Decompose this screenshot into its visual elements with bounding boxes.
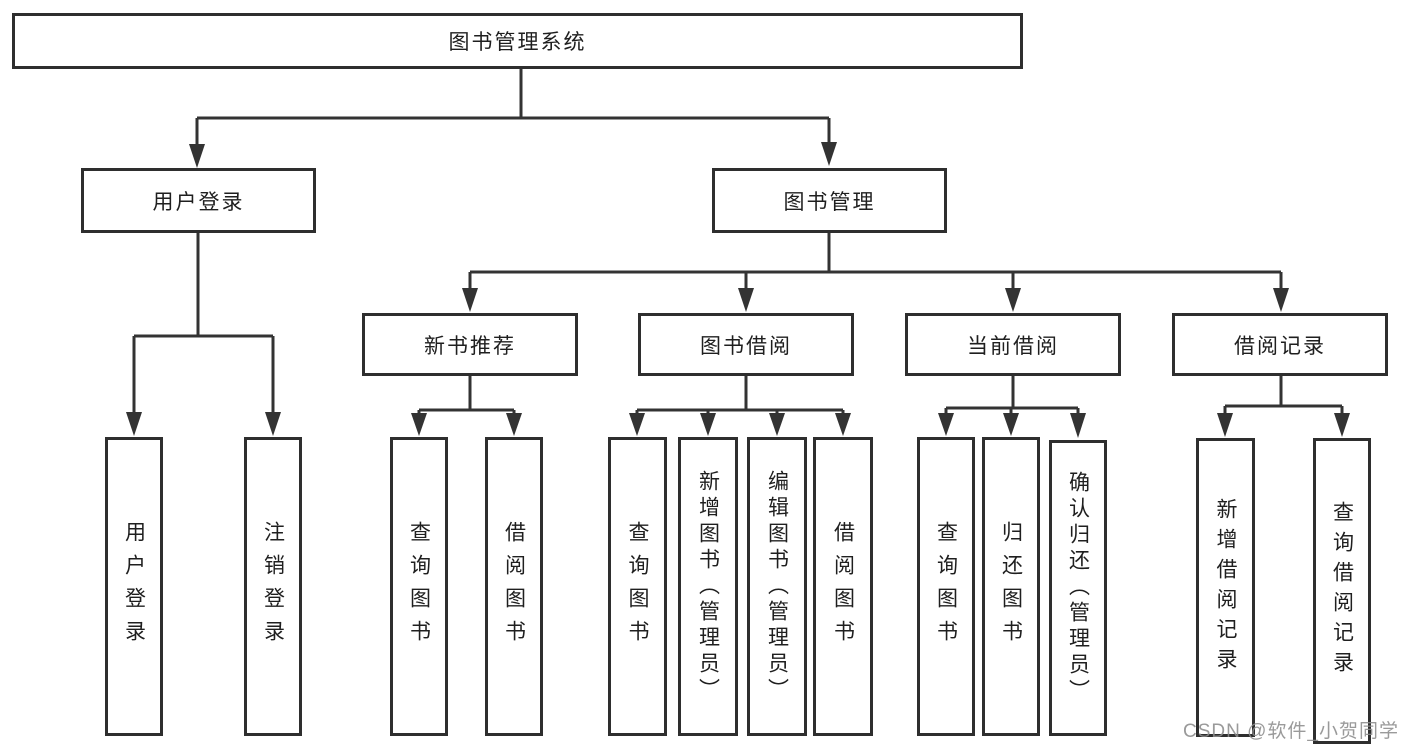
leaf-return-book: 归还图书 (982, 437, 1040, 736)
node-label: 编辑图书（管理员） (765, 469, 789, 704)
node-root: 图书管理系统 (12, 13, 1023, 69)
node-label: 查询图书 (626, 520, 650, 653)
leaf-query-books-borrow: 查询图书 (608, 437, 667, 736)
leaf-add-borrow-record: 新增借阅记录 (1196, 438, 1255, 737)
leaf-user-login: 用户登录 (105, 437, 163, 736)
node-label: 查询借阅记录 (1330, 501, 1354, 681)
node-label: 借阅图书 (502, 520, 526, 653)
node-label: 新书推荐 (424, 334, 516, 358)
leaf-query-books-recommend: 查询图书 (390, 437, 448, 736)
node-borrow-records: 借阅记录 (1172, 313, 1388, 376)
node-label: 用户登录 (152, 190, 245, 214)
node-label: 查询图书 (407, 520, 431, 653)
leaf-add-book-admin: 新增图书（管理员） (678, 437, 738, 736)
node-label: 新增图书（管理员） (696, 469, 720, 704)
arrowheads (126, 142, 1350, 438)
leaf-borrow-books: 借阅图书 (813, 437, 873, 736)
leaf-confirm-return-admin: 确认归还（管理员） (1049, 440, 1107, 736)
node-label: 图书管理 (783, 190, 876, 214)
node-label: 借阅图书 (831, 520, 855, 653)
leaf-logout: 注销登录 (244, 437, 302, 736)
node-label: 新增借阅记录 (1214, 497, 1238, 678)
node-book-management: 图书管理 (712, 168, 947, 233)
leaf-edit-book-admin: 编辑图书（管理员） (747, 437, 807, 736)
leaf-borrow-books-recommend: 借阅图书 (485, 437, 543, 736)
node-label: 借阅记录 (1234, 334, 1326, 358)
node-label: 查询图书 (934, 520, 958, 653)
node-book-borrow: 图书借阅 (638, 313, 854, 376)
leaf-query-books-current: 查询图书 (917, 437, 975, 736)
csdn-watermark: CSDN @软件_小贺同学 (1183, 721, 1399, 742)
node-label: 归还图书 (999, 520, 1023, 653)
node-new-book-recommend: 新书推荐 (362, 313, 578, 376)
node-label: 用户登录 (122, 520, 146, 653)
node-label: 当前借阅 (967, 334, 1059, 358)
node-current-borrow: 当前借阅 (905, 313, 1121, 376)
node-label: 图书管理系统 (448, 31, 587, 54)
node-label: 注销登录 (261, 520, 285, 653)
node-label: 确认归还（管理员） (1066, 471, 1090, 705)
node-user-login: 用户登录 (81, 168, 316, 233)
node-label: 图书借阅 (700, 334, 792, 358)
leaf-query-borrow-record: 查询借阅记录 (1313, 438, 1371, 744)
